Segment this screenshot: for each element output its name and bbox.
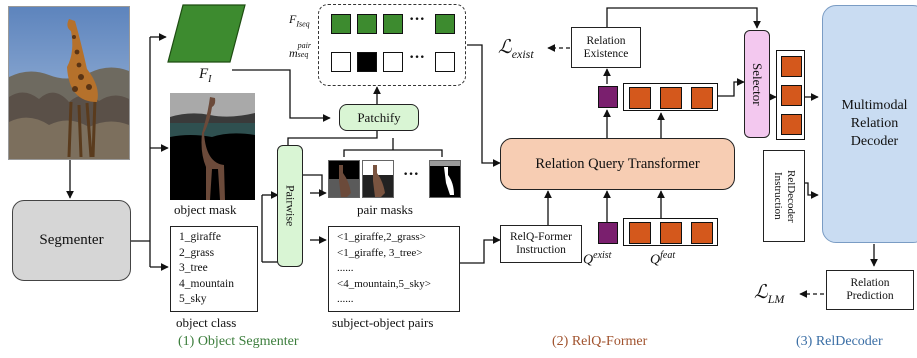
feat-output-box <box>623 83 718 111</box>
object-mask-caption: object mask <box>174 202 237 217</box>
feat-query-box <box>623 218 718 246</box>
selected-token-1 <box>781 56 802 77</box>
patchify-box: Patchify <box>339 104 419 131</box>
stage-label-reldecoder: (3) RelDecoder <box>796 334 883 349</box>
q-feat-label: Qfeat <box>650 250 676 268</box>
subject-object-pairs-box: <1_giraffe,2_grass> <1_giraffe, 3_tree> … <box>328 226 460 312</box>
feat-output-token-2 <box>660 87 682 109</box>
mseq-token-2 <box>357 52 377 72</box>
pair-item: ...... <box>337 293 354 305</box>
fiseq-token-1 <box>331 14 351 34</box>
giraffe-image <box>9 7 129 159</box>
exist-output-token <box>598 86 618 108</box>
pair-masks-caption: pair masks <box>357 202 413 217</box>
fi-parallelogram <box>167 4 246 63</box>
fiseq-token-2 <box>357 14 377 34</box>
subject-object-pairs-caption: subject-object pairs <box>332 315 434 330</box>
fiseq-token-4 <box>435 14 455 34</box>
exist-query-token <box>598 222 618 244</box>
stage-label-relq-former: (2) RelQ-Former <box>552 334 648 349</box>
loss-exist-label: ℒexist <box>498 37 534 61</box>
relation-prediction-line2: Prediction <box>846 290 894 302</box>
giraffe-photo <box>8 6 130 160</box>
object-class-item: 5_sky <box>179 293 207 305</box>
relation-query-transformer-box: Relation Query Transformer <box>500 138 735 190</box>
fiseq-token-3 <box>383 14 403 34</box>
loss-lm-label: ℒLM <box>754 282 785 306</box>
feat-output-token-3 <box>691 87 713 109</box>
mseq-token-3 <box>383 52 403 72</box>
fi-label: FI <box>199 66 212 85</box>
q-exist-label: Qexist <box>583 250 612 268</box>
object-class-item: 1_giraffe <box>179 231 221 243</box>
fiseq-ellipsis: ··· <box>409 11 426 28</box>
object-class-caption: object class <box>176 315 237 330</box>
segmenter-box: Segmenter <box>12 200 131 281</box>
object-class-item: 2_grass <box>179 246 215 259</box>
feat-query-token-1 <box>629 222 651 244</box>
mseq-ellipsis: ··· <box>409 49 426 66</box>
pairwise-label: Pairwise <box>283 185 298 227</box>
feat-query-token-3 <box>691 222 713 244</box>
selected-token-box <box>776 50 805 140</box>
mseq-token-4 <box>435 52 455 72</box>
object-class-item: 3_tree <box>179 262 208 274</box>
relation-existence-line2: Existence <box>583 47 629 60</box>
relq-instruction-line2: Instruction <box>516 244 566 256</box>
pairwise-box: Pairwise <box>277 145 303 267</box>
stage-label-object-segmenter: (1) Object Segmenter <box>178 334 299 349</box>
decoder-line3: Decoder <box>850 134 899 149</box>
selector-label: Selector <box>750 62 765 106</box>
multimodal-relation-decoder-box: Multimodal Relation Decoder <box>822 5 917 243</box>
feature-sequence-box: ··· ··· <box>318 4 466 86</box>
fiseq-label: FIseq <box>289 12 310 29</box>
relation-prediction-line1: Relation <box>850 277 890 289</box>
relation-existence-box: Relation Existence <box>571 27 641 68</box>
relation-prediction-box: Relation Prediction <box>826 270 914 310</box>
mseq-token-1 <box>331 52 351 72</box>
object-class-box: 1_giraffe 2_grass 3_tree 4_mountain 5_sk… <box>170 226 258 312</box>
selected-token-2 <box>781 85 802 106</box>
segmenter-label: Segmenter <box>39 232 104 248</box>
relation-query-transformer-label: Relation Query Transformer <box>535 155 700 172</box>
relation-existence-line1: Relation <box>586 34 626 47</box>
decoder-line1: Multimodal <box>841 98 908 113</box>
pair-item: ...... <box>337 262 354 274</box>
patchify-label: Patchify <box>357 109 401 125</box>
object-class-item: 4_mountain <box>179 277 234 290</box>
selector-box: Selector <box>744 30 770 138</box>
relq-instruction-line1: RelQ-Former <box>510 231 572 243</box>
feat-query-token-2 <box>660 222 682 244</box>
pair-item: <1_giraffe,2_grass> <box>337 231 426 243</box>
pair-mask-2 <box>362 160 394 198</box>
feat-output-token-1 <box>629 87 651 109</box>
decoder-line2: Relation <box>850 116 899 131</box>
pair-masks-ellipsis: ··· <box>403 166 420 183</box>
pair-mask-3 <box>429 160 461 198</box>
selected-token-3 <box>781 114 802 135</box>
relq-former-instruction-box: RelQ-Former Instruction <box>500 225 582 263</box>
pair-mask-1 <box>328 160 360 198</box>
pair-item: <4_mountain,5_sky> <box>337 277 431 290</box>
object-mask-image <box>170 93 255 200</box>
pair-item: <1_giraffe, 3_tree> <box>337 246 423 259</box>
